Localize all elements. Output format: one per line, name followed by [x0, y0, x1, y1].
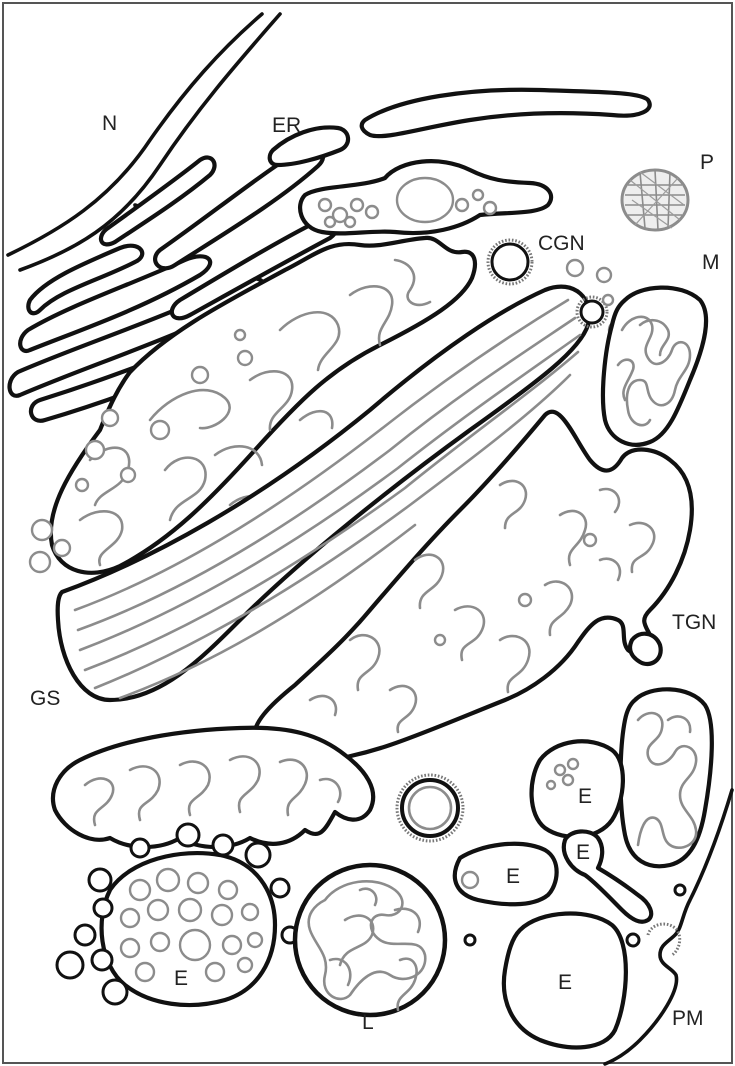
- coated-vesicle: [397, 775, 463, 841]
- trans-golgi-lower: [53, 728, 373, 847]
- label-lysosome: L: [362, 1012, 374, 1033]
- er-golgi-intermediate: [300, 161, 551, 233]
- label-endosome-lower: E: [558, 972, 572, 993]
- peroxisome: [622, 170, 688, 230]
- label-plasma-membrane: PM: [672, 1008, 704, 1029]
- label-golgi-stack: GS: [30, 688, 60, 709]
- mitochondrion-upper: [603, 288, 706, 445]
- label-peroxisome: P: [700, 152, 714, 173]
- lysosome: [295, 865, 445, 1015]
- mitochondrion-lower: [620, 689, 711, 866]
- nuclear-envelope: [8, 14, 280, 270]
- label-tgn: TGN: [672, 612, 716, 633]
- label-cgn: CGN: [538, 233, 585, 254]
- label-nucleus: N: [102, 113, 117, 134]
- label-er: ER: [272, 115, 301, 136]
- label-endosome-middle: E: [506, 866, 520, 887]
- multivesicular-endosome: [102, 853, 275, 1005]
- label-endosome-small: E: [576, 842, 590, 863]
- label-mitochondrion: M: [702, 252, 720, 273]
- label-endosome-multivesicular: E: [174, 968, 188, 989]
- label-endosome-upper: E: [578, 786, 592, 807]
